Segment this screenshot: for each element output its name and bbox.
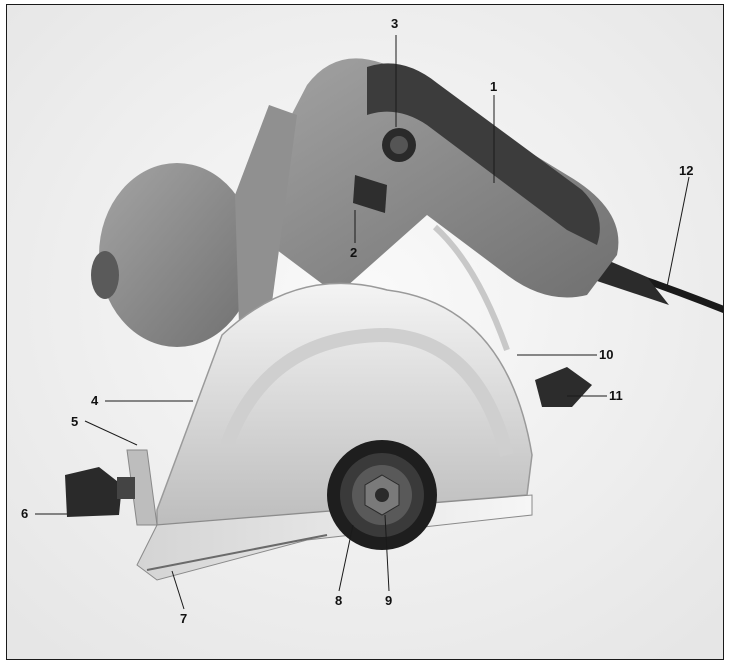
on-off-switch bbox=[353, 175, 387, 213]
callout-6: 6 bbox=[21, 506, 29, 521]
callout-7: 7 bbox=[180, 611, 188, 626]
bevel-lock-knob bbox=[535, 367, 592, 407]
leader-lines bbox=[35, 35, 690, 610]
tile-saw-illustration bbox=[7, 5, 723, 659]
auxiliary-handle bbox=[235, 105, 297, 325]
parallel-guide-knob bbox=[65, 467, 122, 517]
callout-8: 8 bbox=[335, 593, 343, 608]
callout-2: 2 bbox=[350, 245, 358, 260]
callout-5: 5 bbox=[71, 414, 79, 429]
motor-end-cap bbox=[91, 251, 119, 299]
callout-3: 3 bbox=[391, 16, 399, 31]
callout-11: 11 bbox=[609, 388, 623, 403]
callout-1: 1 bbox=[490, 79, 498, 94]
callout-9: 9 bbox=[385, 593, 393, 608]
callout-12: 12 bbox=[679, 163, 694, 178]
water-connection-tube bbox=[432, 224, 510, 351]
handle-body bbox=[237, 58, 619, 298]
motor-housing bbox=[99, 163, 255, 347]
callout-4: 4 bbox=[91, 393, 99, 408]
handle-grip bbox=[367, 63, 600, 246]
rip-guide-scale bbox=[126, 449, 158, 526]
figure-frame: 1 bbox=[6, 4, 724, 660]
callout-10: 10 bbox=[599, 347, 614, 362]
